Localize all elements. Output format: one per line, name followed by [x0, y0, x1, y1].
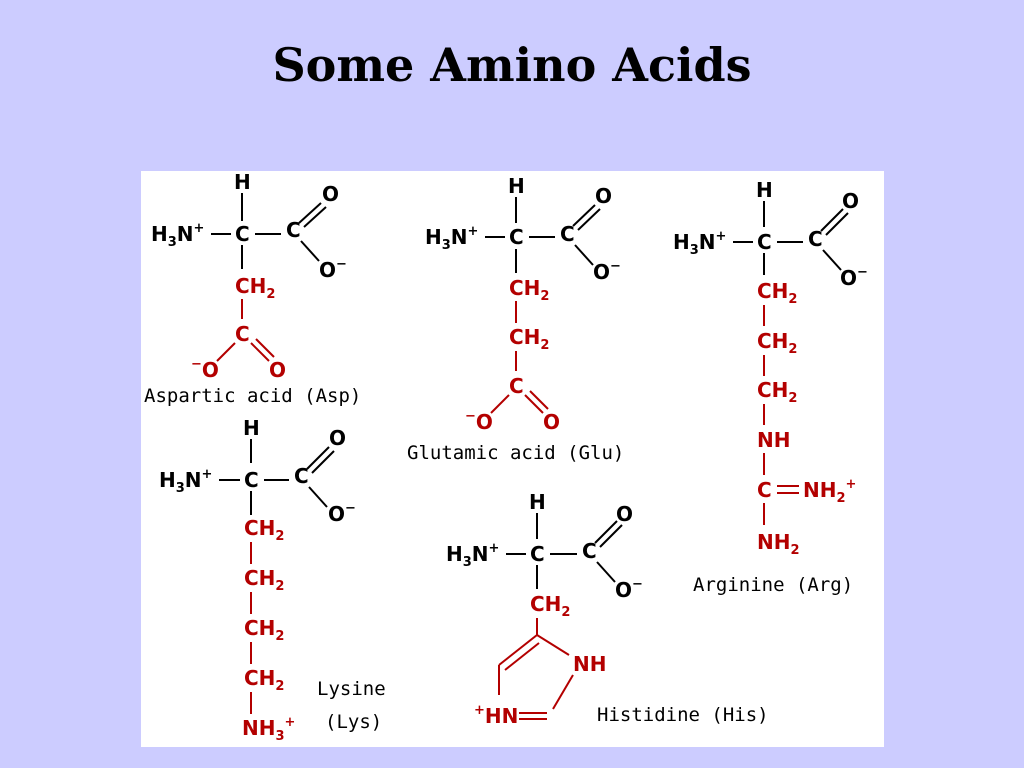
asp-carboxyl-o-minus: O− [319, 257, 347, 282]
asp-caption: Aspartic acid (Asp) [144, 385, 361, 407]
arg-caption: Arginine (Arg) [693, 574, 853, 596]
his-alpha-carbon: C [530, 542, 545, 566]
lys-alpha-carbon: C [244, 468, 259, 492]
lys-h: H [243, 416, 260, 440]
glu-gamma-ch2: CH2 [509, 325, 549, 353]
asp-side-o-minus: −O [191, 357, 219, 382]
glu-carboxyl-o-minus: O− [593, 259, 621, 284]
glu-alpha-carbon: C [509, 225, 524, 249]
asp-carboxyl-carbon: C [286, 218, 301, 242]
arg-ammonium: H3N+ [673, 229, 726, 258]
his-beta-ch2: CH2 [530, 592, 570, 620]
asp-carboxyl-o: O [322, 182, 339, 206]
asp-alpha-carbon: C [235, 222, 250, 246]
arg-alpha-carbon: C [757, 230, 772, 254]
his-h: H [529, 490, 546, 514]
lys-ch2-2: CH2 [244, 566, 284, 594]
arg-nh2-plus: NH2+ [803, 477, 856, 506]
arg-guanidino-carbon: C [757, 478, 772, 502]
his-imidazole-ring: NH +HN [474, 634, 606, 728]
glutamic-acid-structure: H H3N+ C C O O− CH2 CH2 C −O O Glutamic … [407, 174, 624, 464]
his-carboxyl-o: O [616, 502, 633, 526]
glu-carboxyl-o: O [595, 184, 612, 208]
histidine-structure: H H3N+ C C O O− CH2 NH +HN Histidine (Hi… [446, 490, 769, 728]
lys-ammonium: H3N+ [159, 467, 212, 496]
glu-ammonium: H3N+ [425, 224, 478, 253]
aspartic-acid-structure: H H3N+ C C O O− CH2 C −O O Aspartic acid… [144, 171, 361, 407]
arg-carboxyl-o: O [842, 189, 859, 213]
arg-ch2-1: CH2 [757, 279, 797, 307]
lys-ch2-4: CH2 [244, 666, 284, 694]
asp-ammonium: H3N+ [151, 221, 204, 250]
his-carboxyl-o-minus: O− [615, 577, 643, 602]
glu-caption: Glutamic acid (Glu) [407, 442, 624, 464]
lysine-structure: H H3N+ C C O O− CH2 CH2 CH2 CH2 NH3+ Lys… [159, 416, 386, 744]
slide-title: Some Amino Acids [272, 38, 752, 92]
lys-carboxyl-o-minus: O− [328, 501, 356, 526]
lys-carboxyl-carbon: C [294, 464, 309, 488]
lys-ch2-3: CH2 [244, 616, 284, 644]
lys-carboxyl-o: O [329, 426, 346, 450]
arg-carboxyl-o-minus: O− [840, 265, 868, 290]
asp-h: H [234, 171, 251, 194]
lys-caption-line1: Lysine [317, 678, 386, 700]
glu-side-carbon: C [509, 374, 524, 398]
his-ring-hn-plus: +HN [474, 703, 518, 728]
arg-nh2: NH2 [757, 530, 800, 558]
glu-carboxyl-carbon: C [560, 222, 575, 246]
arg-nh: NH [757, 428, 790, 452]
lys-ch2-1: CH2 [244, 516, 284, 544]
asp-side-o: O [269, 358, 286, 382]
his-carboxyl-carbon: C [582, 539, 597, 563]
glu-beta-ch2: CH2 [509, 276, 549, 304]
glu-side-o-minus: −O [465, 409, 493, 434]
lys-caption-line2: (Lys) [325, 711, 382, 733]
arg-ch2-2: CH2 [757, 329, 797, 357]
glu-h: H [508, 174, 525, 198]
lys-nh3-plus: NH3+ [242, 715, 295, 744]
his-caption: Histidine (His) [597, 704, 769, 726]
arginine-structure: H H3N+ C C O O− CH2 CH2 CH2 NH C NH2+ NH… [673, 178, 868, 596]
his-ring-nh: NH [573, 652, 606, 676]
amino-acid-structures: H H3N+ C C O O− CH2 C −O O Aspartic acid… [144, 171, 868, 744]
his-ammonium: H3N+ [446, 541, 499, 570]
asp-side-carbon: C [235, 322, 250, 346]
arg-carboxyl-carbon: C [808, 227, 823, 251]
amino-acid-panel: H H3N+ C C O O− CH2 C −O O Aspartic acid… [141, 171, 884, 747]
arg-h: H [756, 178, 773, 202]
asp-beta-ch2: CH2 [235, 274, 275, 302]
arg-ch2-3: CH2 [757, 378, 797, 406]
glu-side-o: O [543, 410, 560, 434]
